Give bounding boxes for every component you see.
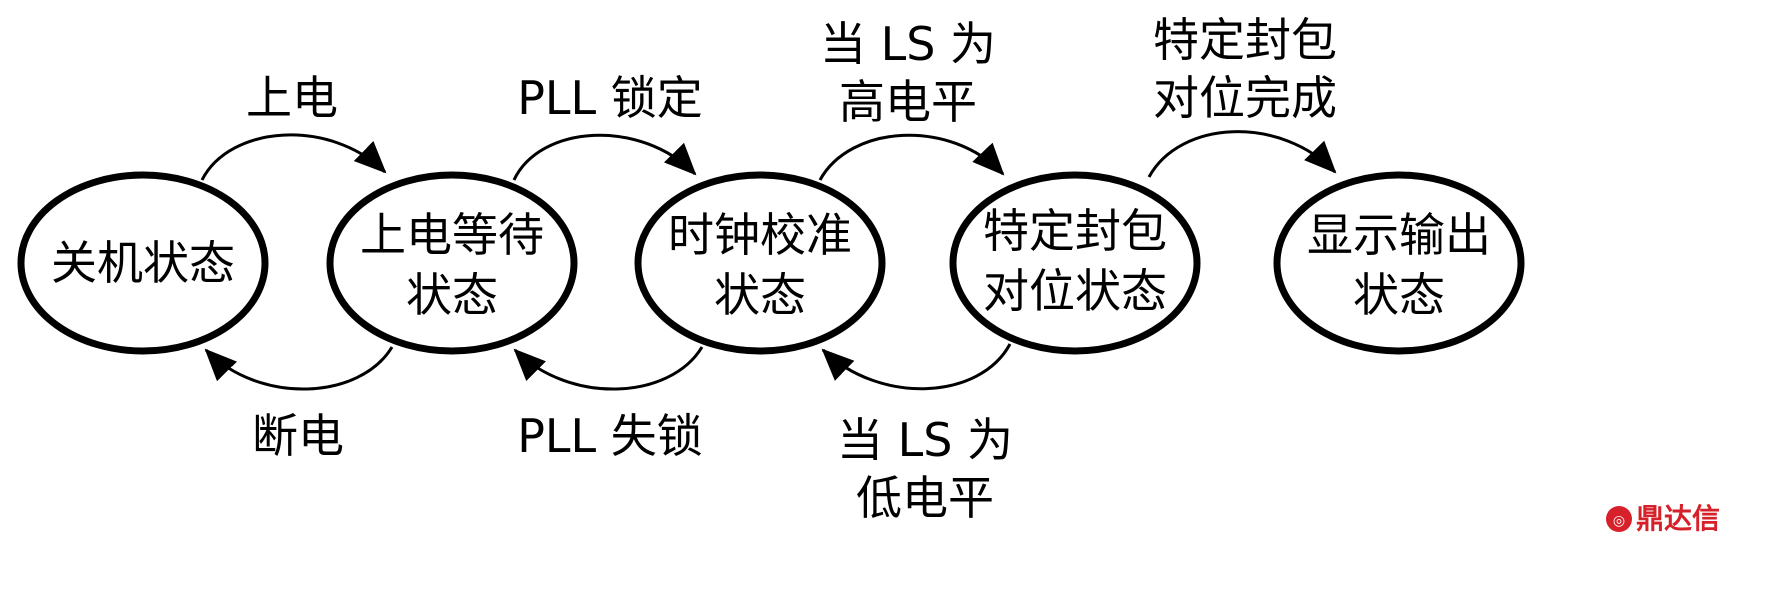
- transition-pack-align-done: 特定封包 对位完成: [1147, 13, 1337, 178]
- transition-power-off: 断电: [204, 346, 394, 463]
- transition-label-power-on: 上电: [246, 71, 338, 125]
- watermark-text: 鼎达信: [1636, 502, 1720, 535]
- arrow-pack-align-done: [1147, 130, 1337, 178]
- state-label-pack-align-line1: 特定封包: [983, 204, 1167, 258]
- state-label-power-wait-line1: 上电等待: [360, 208, 544, 262]
- transition-pll-unlock: PLL 失锁: [513, 346, 704, 463]
- transition-label-pack-align-done-line2: 对位完成: [1153, 71, 1337, 125]
- watermark: ◎ 鼎达信: [1606, 502, 1720, 535]
- state-label-display-out-line2: 状态: [1353, 268, 1445, 322]
- transition-label-ls-high-line1: 当 LS 为: [820, 17, 996, 71]
- state-label-display-out-line1: 显示输出: [1307, 208, 1491, 262]
- state-label-clock-cal-line1: 时钟校准: [668, 208, 852, 262]
- transition-label-ls-low-line1: 当 LS 为: [837, 413, 1013, 467]
- transition-label-ls-high-line2: 高电平: [839, 75, 977, 129]
- arrow-ls-high: [818, 133, 1005, 181]
- arrow-pll-lock: [512, 133, 697, 181]
- transition-label-pack-align-done-line1: 特定封包: [1153, 13, 1337, 67]
- transition-label-ls-low-line2: 低电平: [856, 471, 994, 525]
- arrow-power-on: [200, 133, 387, 181]
- state-label-pack-align-line2: 对位状态: [983, 264, 1167, 318]
- state-node-power-wait: 上电等待 状态: [326, 171, 578, 355]
- arrow-pll-unlock: [513, 346, 704, 391]
- state-node-pack-align: 特定封包 对位状态: [949, 171, 1201, 355]
- state-label-power-wait-line2: 状态: [406, 268, 498, 322]
- arrow-ls-low: [821, 343, 1012, 391]
- transition-label-pll-unlock: PLL 失锁: [517, 409, 703, 463]
- state-node-display-out: 显示输出 状态: [1273, 171, 1525, 355]
- transition-label-pll-lock: PLL 锁定: [517, 71, 703, 125]
- state-node-off: 关机状态: [17, 171, 269, 355]
- state-label-clock-cal-line2: 状态: [714, 268, 806, 322]
- transition-ls-high: 当 LS 为 高电平: [818, 17, 1005, 181]
- transition-pll-lock: PLL 锁定: [512, 71, 703, 181]
- transition-label-power-off: 断电: [252, 409, 344, 463]
- svg-text:◎: ◎: [1613, 513, 1625, 529]
- state-label-off: 关机状态: [51, 236, 235, 290]
- arrow-power-off: [204, 346, 394, 391]
- transition-ls-low: 当 LS 为 低电平: [821, 343, 1013, 525]
- state-node-clock-cal: 时钟校准 状态: [634, 171, 886, 355]
- watermark-logo-icon: [1606, 506, 1632, 532]
- transition-power-on: 上电: [200, 71, 387, 181]
